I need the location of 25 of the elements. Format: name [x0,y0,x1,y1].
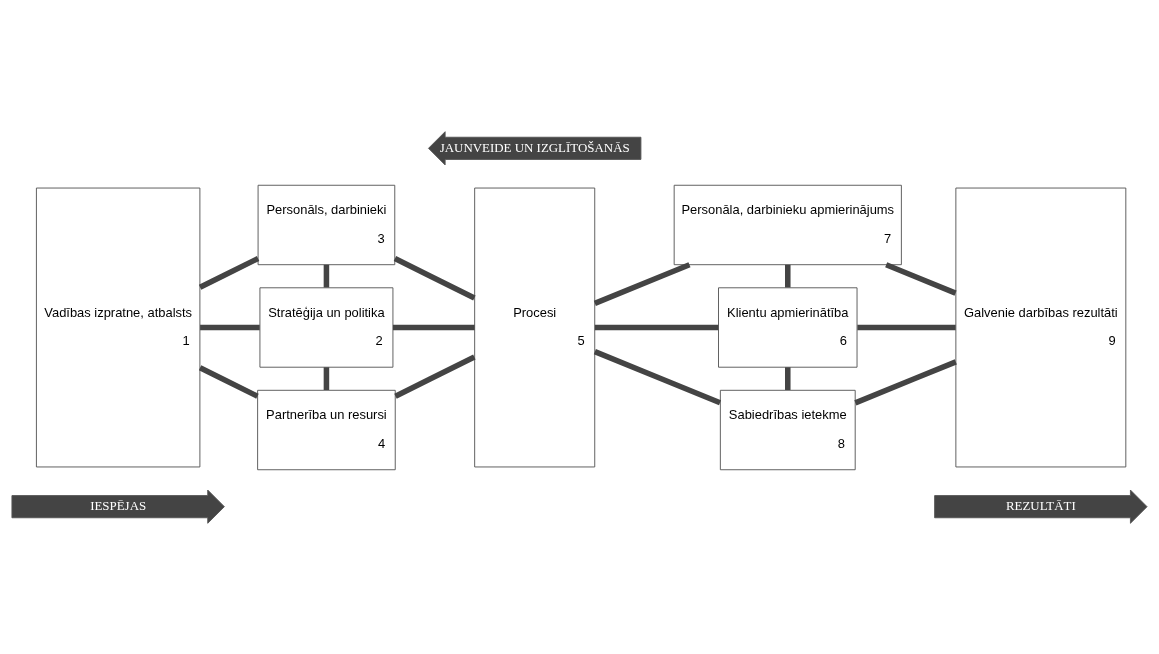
connector [785,264,791,287]
connector [393,255,476,300]
connector [593,261,691,306]
node-box: Stratēģija un politika 2 [259,286,394,368]
node-box: Partnerība un resursi 4 [257,389,396,470]
connector [392,324,475,330]
connector [854,358,957,405]
connector [200,324,260,330]
node-box: Procesi 5 [474,187,596,467]
connector [785,366,791,390]
connector [593,348,722,405]
node-box: Personāla, darbinieku apmierinājums 7 [673,184,902,265]
node-box: Galvenie darbības rezultāti 9 [955,187,1127,467]
connector [198,364,259,399]
node-box: Vadības izpratne, atbalsts 1 [35,187,201,467]
node-box: Sabiedrības ietekme 8 [719,389,856,470]
node-box: Personāls, darbinieki 3 [257,184,396,265]
connector [323,366,330,390]
node-box: Klientu apmierinātība 6 [718,286,858,368]
connector [394,354,476,399]
connector [594,324,719,330]
connector [323,264,330,287]
connector [857,324,956,330]
connector [885,261,957,296]
connector [198,255,260,290]
